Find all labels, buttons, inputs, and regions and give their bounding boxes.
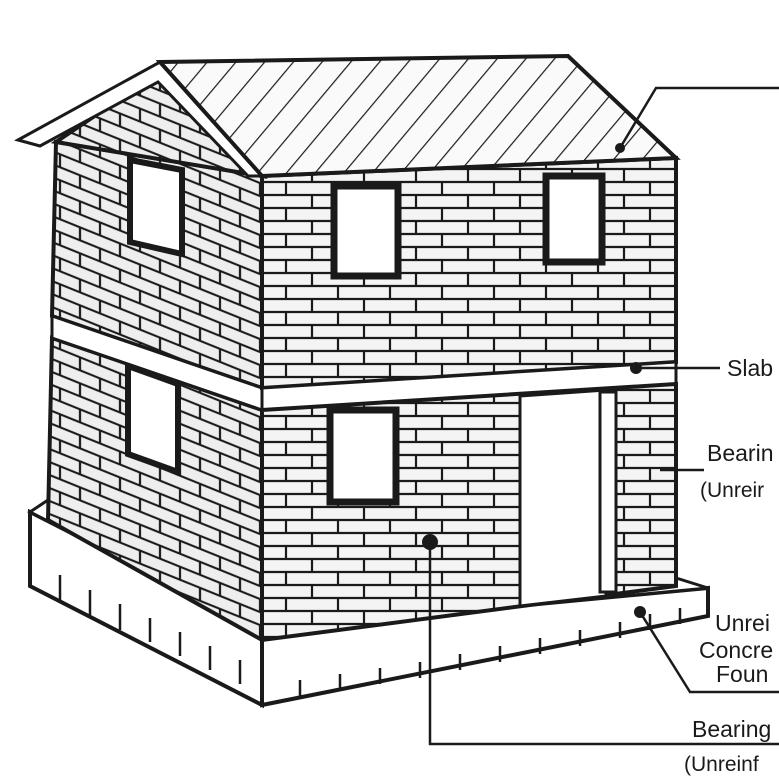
label-bearing-wall-upper-line1: Bearin bbox=[707, 442, 773, 465]
front-wall bbox=[262, 158, 676, 640]
front-window-lower bbox=[330, 410, 396, 502]
door-frame-post bbox=[600, 392, 616, 592]
front-wall-upper bbox=[262, 158, 676, 388]
dot-foundation bbox=[634, 606, 646, 618]
front-door-opening bbox=[520, 390, 606, 606]
label-slab: Slab bbox=[727, 357, 773, 380]
dot-slab bbox=[630, 362, 642, 374]
side-window-lower bbox=[128, 366, 178, 472]
label-foundation-line3: Foun bbox=[716, 663, 768, 686]
label-bearing-wall-lower-line2: (Unreinf bbox=[684, 754, 759, 775]
dot-roof bbox=[615, 143, 625, 153]
dot-bearing-wall-lower bbox=[422, 534, 438, 550]
front-window-upper-left bbox=[334, 186, 398, 276]
label-bearing-wall-lower-line1: Bearing bbox=[692, 718, 771, 741]
label-foundation-line2: Concre bbox=[699, 639, 773, 662]
label-bearing-wall-upper-line2: (Unreir bbox=[700, 480, 764, 501]
label-foundation-line1: Unrei bbox=[715, 612, 770, 635]
front-window-upper-right bbox=[546, 176, 602, 262]
side-window-upper bbox=[130, 160, 182, 254]
